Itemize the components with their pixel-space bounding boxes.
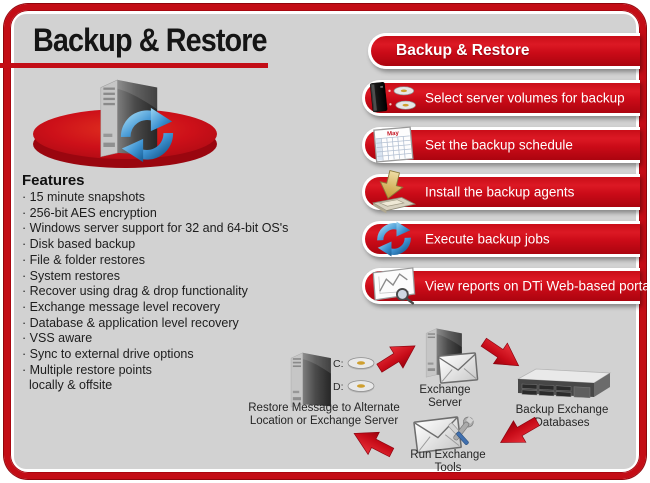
backup-rack-server-icon [516,364,612,402]
feature-item: 15 minute snapshots [22,190,288,206]
feature-item: Sync to external drive options [22,347,288,363]
restore-node-label-line1: Restore Message to Alternate [248,402,400,414]
feature-item: Database & application level recovery [22,316,288,332]
step-row-execute: Execute backup jobs [362,221,640,257]
feature-item: File & folder restores [22,253,288,269]
flow-arrow-up-left-icon [346,420,398,466]
step-row-reports: View reports on DTi Web-based portal [362,267,650,305]
svg-text:May: May [387,131,400,138]
feature-item: Disk based backup [22,237,288,253]
step-label: Execute backup jobs [425,231,550,247]
feature-item: System restores [22,269,288,285]
backup-databases-label: Backup Exchange Databases [515,404,609,429]
drive-c-label: C: [333,358,344,370]
calendar-icon: May [370,123,418,167]
screwdriver-icon [448,422,469,445]
restore-node-label-line2: Location or Exchange Server [249,414,399,427]
sync-arrows-icon [370,217,418,261]
outer-red-frame [4,4,646,479]
steps-header-label: Backup & Restore [396,42,530,59]
drive-c-icon [345,354,378,372]
envelope-icon [437,351,479,384]
restore-node-label: Restore Message to Alternate Location or… [248,402,400,427]
report-portal-icon [370,264,418,308]
page-title: Backup & Restore [33,22,268,58]
drive-d-icon [345,377,378,395]
step-label: Install the backup agents [425,184,575,200]
feature-item: Multiple restore points [22,363,288,379]
flow-arrow-down-right-icon [476,330,529,379]
exchange-tools-icon [410,412,480,454]
restore-server-tower-icon [283,350,339,408]
feature-item: VSS aware [22,331,288,347]
steps-panel-header: Backup & Restore [368,33,640,69]
feature-item: 256-bit AES encryption [22,206,288,222]
run-tools-label: Run Exchange Tools [410,449,486,474]
sync-arrows-icon [116,106,178,164]
install-arrow-icon [370,170,418,214]
features-list: 15 minute snapshots 256-bit AES encrypti… [22,190,288,394]
feature-item-continuation: locally & offsite [29,378,113,393]
step-label: View reports on DTi Web-based portal [425,278,650,294]
feature-item: Exchange message level recovery [22,300,288,316]
step-row-schedule: May Set the backup schedule [362,126,640,163]
features-heading: Features [22,172,85,189]
step-row-select-volumes: Select server volumes for backup [362,80,640,116]
server-volumes-icon [369,76,418,120]
flow-arrow-up-right-icon [372,333,425,381]
feature-item: Windows server support for 32 and 64-bit… [22,221,289,237]
step-label: Select server volumes for backup [425,90,625,106]
exchange-server-label: Exchange Server [419,384,471,409]
step-row-install: Install the backup agents [362,170,640,214]
feature-item: Recover using drag & drop functionality [22,284,288,300]
step-label: Set the backup schedule [425,137,573,153]
flow-arrow-down-left-icon [492,409,545,456]
drive-d-label: D: [333,381,344,393]
title-underline [0,63,268,68]
